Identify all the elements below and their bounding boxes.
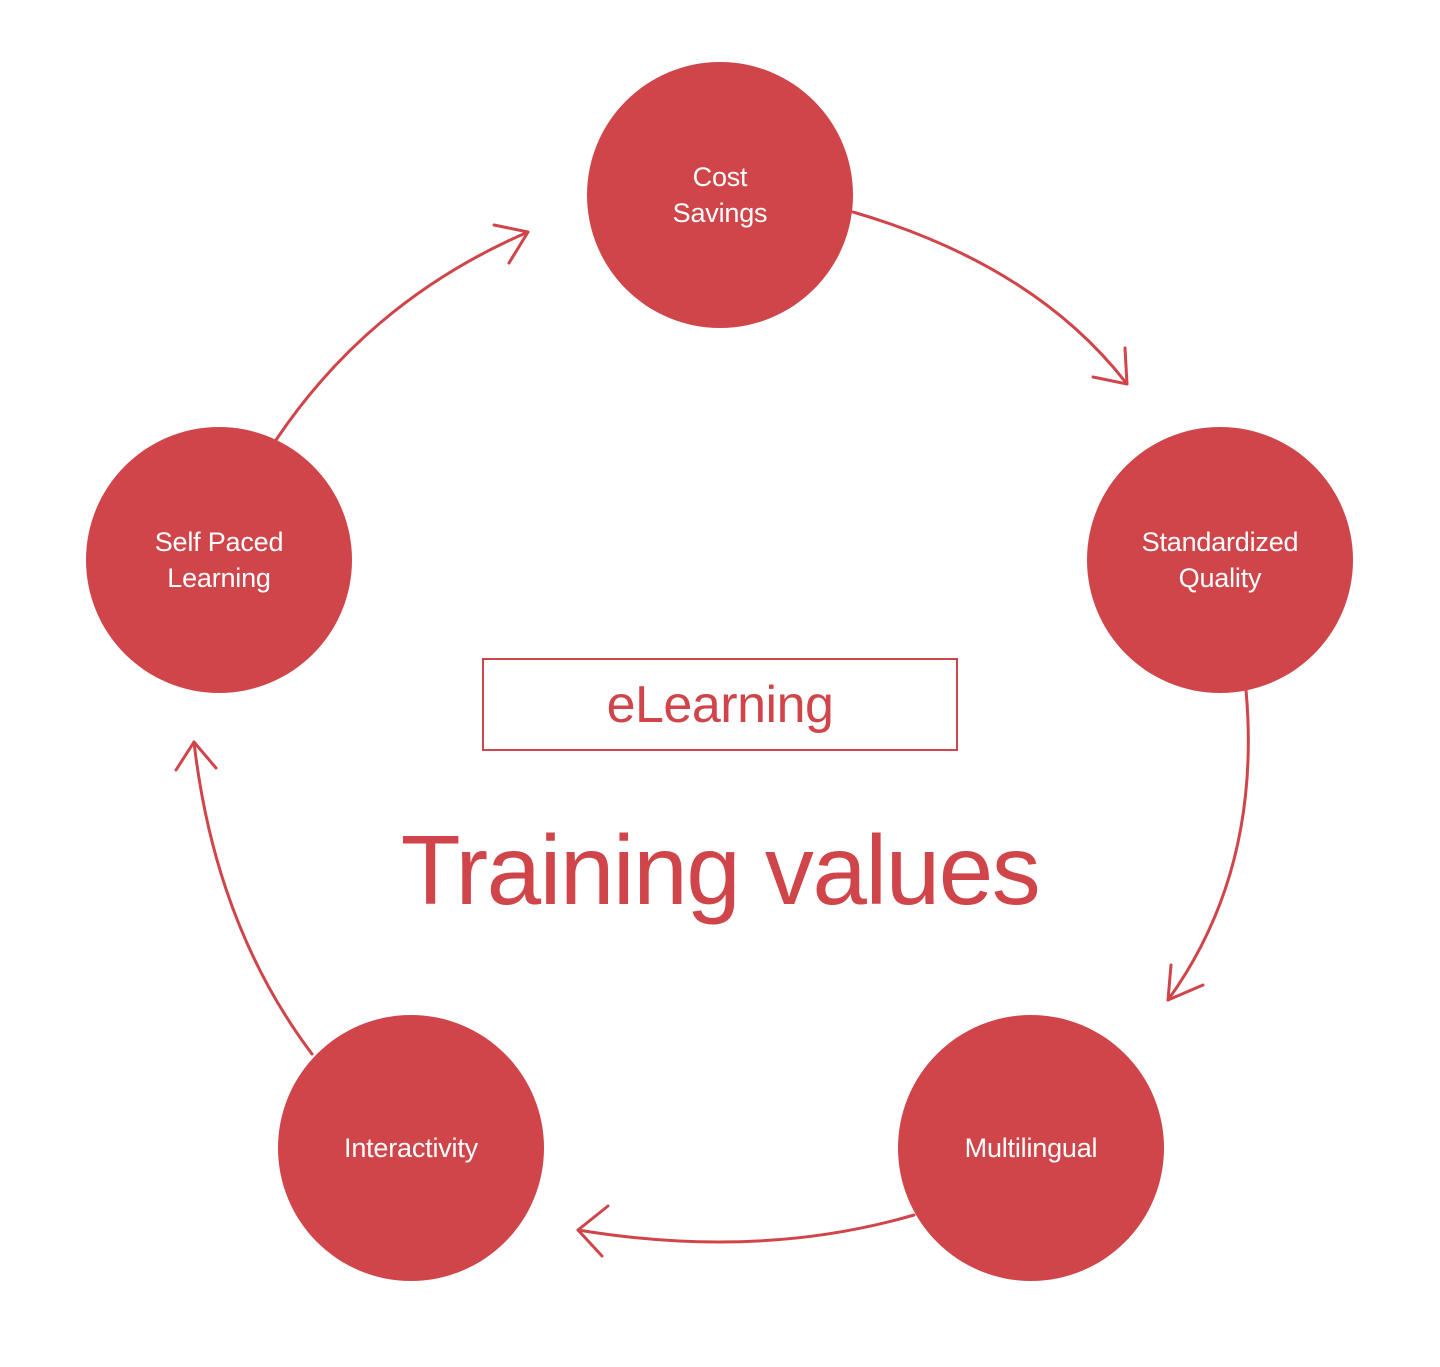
center-label-box: eLearning xyxy=(482,658,958,751)
arrow-selfpaced-to-cost xyxy=(274,230,530,442)
arrow-quality-to-multilingual xyxy=(1166,688,1250,1002)
node-interactivity: Interactivity xyxy=(278,1015,544,1281)
arrowhead-cost-to-quality xyxy=(1091,346,1129,386)
arrowhead-quality-to-multilingual xyxy=(1166,963,1205,1002)
arrow-interactivity-to-selfpaced xyxy=(192,740,314,1056)
arrowhead-interactivity-to-selfpaced xyxy=(174,740,218,772)
node-multilingual-label: Multilingual xyxy=(964,1133,1098,1163)
arrow-cost-to-quality xyxy=(851,210,1129,386)
diagram-title: Training values xyxy=(400,815,1041,925)
node-interactivity-label: Interactivity xyxy=(344,1133,478,1163)
node-cost-savings: Cost Savings xyxy=(587,62,853,328)
node-self-paced-learning-label: Self Paced Learning xyxy=(154,527,284,593)
arrowhead-multilingual-to-interactivity xyxy=(576,1204,610,1258)
arrow-multilingual-to-interactivity xyxy=(576,1213,916,1244)
node-standardized-quality-label: Standardized Quality xyxy=(1141,527,1299,593)
node-self-paced-learning: Self Paced Learning xyxy=(86,427,352,693)
arrowhead-selfpaced-to-cost xyxy=(492,223,530,265)
node-standardized-quality: Standardized Quality xyxy=(1087,427,1353,693)
node-multilingual: Multilingual xyxy=(898,1015,1164,1281)
center-label: eLearning xyxy=(606,675,834,734)
node-cost-savings-label: Cost Savings xyxy=(672,162,768,228)
